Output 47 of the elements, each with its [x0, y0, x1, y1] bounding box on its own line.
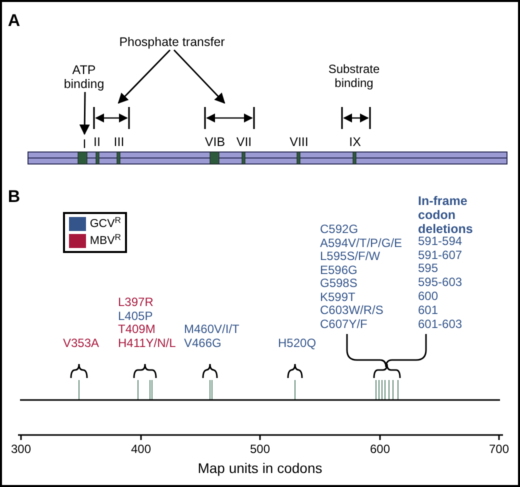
- legend-label: GCV$^{R}$: [90, 217, 121, 231]
- mutation-label: G598S: [320, 276, 358, 290]
- domain-label: VIB: [204, 135, 226, 149]
- mutation-label: 591-594: [418, 234, 462, 248]
- annotation-label: ATP binding: [62, 63, 106, 91]
- axis-tick-label: 500: [250, 442, 270, 456]
- mutation-label: L405P: [118, 309, 153, 323]
- mutation-label: C607Y/F: [320, 317, 368, 331]
- mutation-label: L595S/F/W: [320, 249, 380, 263]
- axis-tick-label: 300: [10, 442, 32, 456]
- region-label: Substrate binding: [327, 62, 381, 90]
- arrow: [173, 49, 226, 104]
- annotation-label: Phosphate transfer: [119, 35, 225, 49]
- mutation-label: A594V/T/P/G/E: [320, 236, 402, 250]
- domain-label: I: [82, 137, 86, 151]
- axis-tick-label: 700: [488, 442, 510, 456]
- mutation-label: V353A: [63, 336, 100, 350]
- panel-letter: B: [8, 190, 20, 204]
- axis-tick-label: 400: [130, 442, 152, 456]
- mutation-label: C603W/R/S: [320, 303, 384, 317]
- domain-label: III: [114, 135, 124, 149]
- arrow: [79, 92, 90, 136]
- mutation-label: 591-607: [418, 248, 462, 262]
- domain-label: VIII: [290, 135, 308, 149]
- mutation-label: 600: [418, 289, 438, 303]
- mutation-label: E596G: [320, 263, 358, 277]
- mutation-label: K599T: [320, 290, 356, 304]
- mutation-label: 595-603: [418, 275, 462, 289]
- mutation-label: 601: [418, 303, 438, 317]
- mutation-label: C592G: [320, 222, 358, 236]
- mutation-label: H411Y/N/L: [118, 336, 176, 350]
- panel-letter: A: [8, 14, 20, 28]
- mutation-label: H520Q: [278, 336, 316, 350]
- domain-label: IX: [349, 135, 361, 149]
- domain-label: VII: [236, 135, 252, 149]
- column-heading: In-frame codon deletions: [418, 194, 474, 236]
- mutation-label: T409M: [118, 322, 156, 336]
- legend-label: MBV$^{R}$: [90, 234, 121, 248]
- mutation-label: 595: [418, 261, 438, 275]
- mutation-label: V466G: [184, 336, 222, 350]
- axis-tick-label: 600: [370, 442, 390, 456]
- arrow: [118, 49, 171, 104]
- axis-title: Map units in codons: [198, 461, 322, 475]
- mutation-label: M460V/I/T: [184, 322, 240, 336]
- mutation-label: L397R: [118, 295, 154, 309]
- domain-label: II: [94, 135, 100, 149]
- mutation-label: 601-603: [418, 317, 462, 331]
